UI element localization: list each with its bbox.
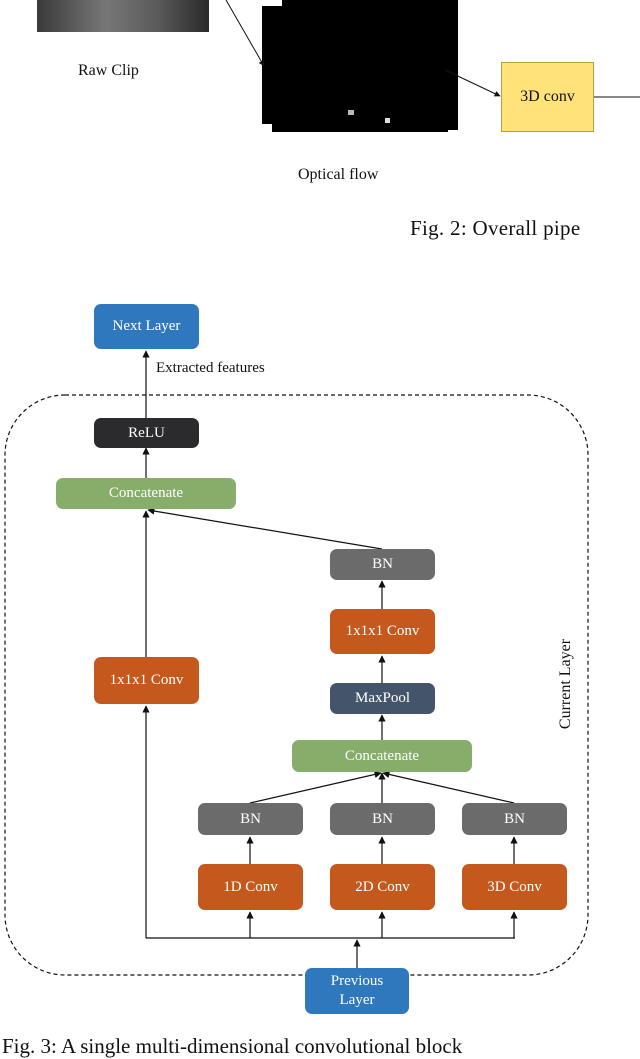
maxpool-block: MaxPool xyxy=(330,683,435,714)
fig2-caption: Fig. 2: Overall pipe xyxy=(410,216,581,240)
conv1x1-left-block: 1x1x1 Conv xyxy=(94,657,199,704)
raw-to-flow-arrow xyxy=(225,0,265,67)
concatenate-mid-block: Concatenate xyxy=(292,740,472,772)
optical-flow-highlight xyxy=(385,118,390,123)
concatenate-top-block: Concatenate xyxy=(56,478,236,509)
next-layer-block: Next Layer xyxy=(94,304,199,349)
current-layer-label: Current Layer xyxy=(557,638,575,730)
optical-flow-label: Optical flow xyxy=(298,166,379,183)
conv1d-block: 1D Conv xyxy=(198,864,303,910)
current-layer-container xyxy=(4,394,589,976)
bn-1d-block: BN xyxy=(198,803,303,835)
bn-2d-block: BN xyxy=(330,803,435,835)
flow-to-conv-arrow xyxy=(444,69,501,97)
optical-flow-highlight xyxy=(348,110,354,115)
conv3d-block: 3D conv xyxy=(501,62,594,132)
optical-flow-frame-front xyxy=(262,6,438,124)
conv2d-block: 2D Conv xyxy=(330,864,435,910)
previous-layer-block: Previous Layer xyxy=(305,968,409,1014)
bn-3d-block: BN xyxy=(462,803,567,835)
relu-block: ReLU xyxy=(94,418,199,448)
bn-top-block: BN xyxy=(330,549,435,580)
raw-clip-image xyxy=(37,0,209,32)
conv3d-block-fig3: 3D Conv xyxy=(462,864,567,910)
conv1x1-right-block: 1x1x1 Conv xyxy=(330,609,435,654)
raw-clip-label: Raw Clip xyxy=(78,62,139,79)
extracted-features-label: Extracted features xyxy=(156,360,265,376)
